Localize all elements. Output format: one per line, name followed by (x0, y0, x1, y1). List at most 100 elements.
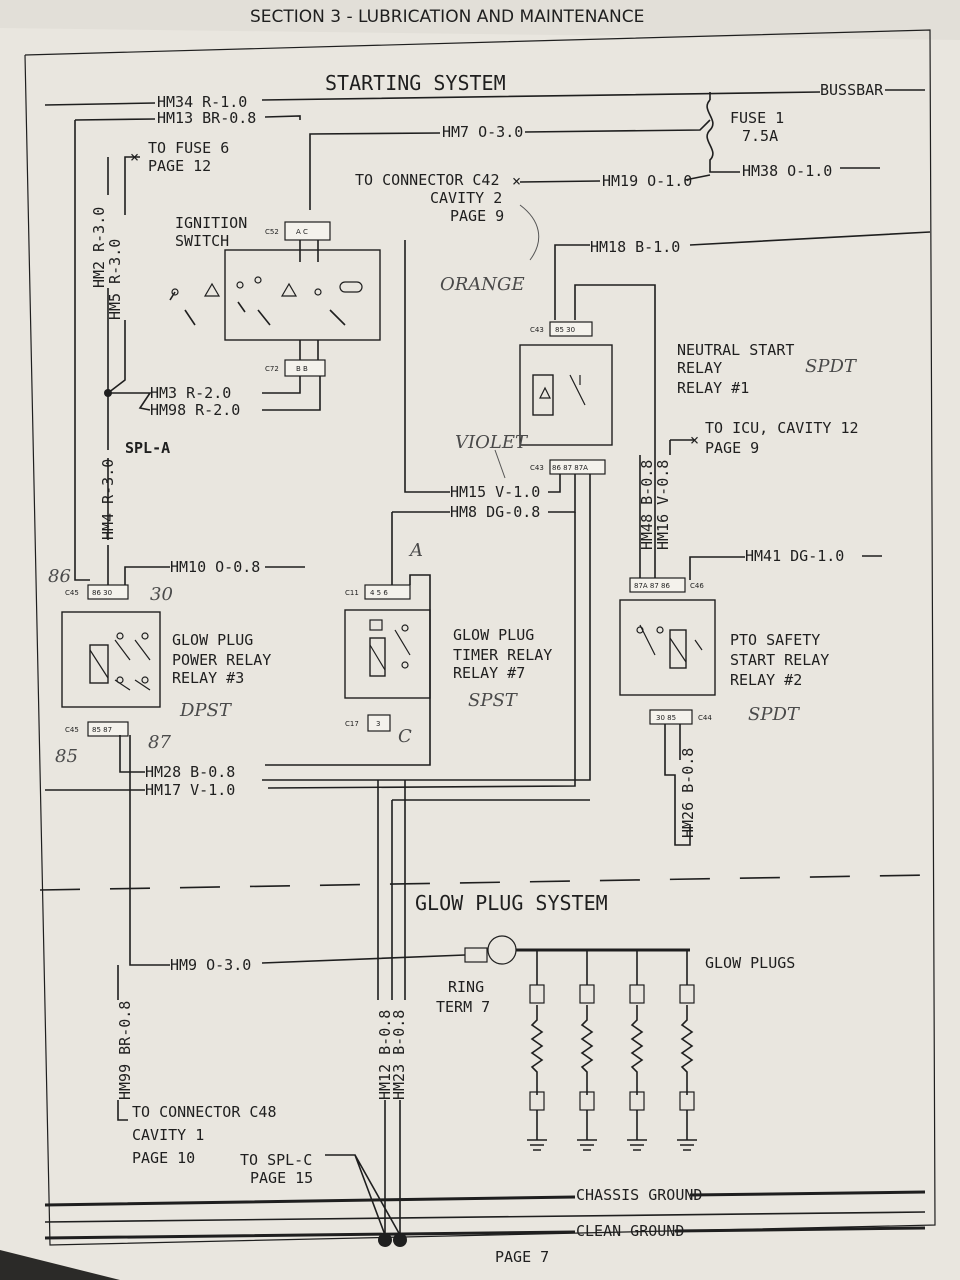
wire-hm17: HM17 V-1.0 (145, 781, 235, 799)
svg-text:C72: C72 (265, 365, 279, 373)
svg-text:C43: C43 (530, 326, 544, 334)
glow-plugs-label: GLOW PLUGS (705, 954, 795, 972)
svg-text:A C: A C (296, 228, 308, 236)
gp-power-label-2: POWER RELAY (172, 651, 271, 669)
handwritten-c: C (398, 726, 412, 747)
x-mark-icu: × (690, 431, 699, 449)
wire-hm13: HM13 BR-0.8 (157, 109, 256, 127)
handwritten-85: 85 (55, 746, 78, 767)
wire-hm28: HM28 B-0.8 (145, 763, 235, 781)
to-c48-label: TO CONNECTOR C48 (132, 1103, 277, 1121)
wire-hm38: HM38 O-1.0 (742, 162, 832, 180)
wire-hm4: HM4 R-3.0 (99, 459, 117, 540)
ring-terminal (464, 947, 488, 963)
glow-plug-3 (627, 950, 647, 1151)
wire-hm26: HM26 B-0.8 (679, 748, 697, 838)
clean-ground-label: CLEAN GROUND (576, 1222, 684, 1240)
handwritten-30: 30 (150, 584, 173, 605)
svg-text:85 87: 85 87 (92, 726, 112, 734)
svg-text:4 5 6: 4 5 6 (370, 589, 388, 597)
gp-timer-label-2: TIMER RELAY (453, 646, 552, 664)
handwritten-orange: ORANGE (440, 274, 525, 295)
ignition-label-1: IGNITION (175, 214, 247, 232)
wire-hm3: HM3 R-2.0 (150, 384, 231, 402)
gp-timer-label-3: RELAY #7 (453, 664, 525, 682)
pto-label-2: START RELAY (730, 651, 829, 669)
pto-label-1: PTO SAFETY (730, 631, 820, 649)
bussbar-label: BUSSBAR (820, 81, 884, 99)
svg-text:86 87 87A: 86 87 87A (552, 464, 588, 472)
to-icu-page: PAGE 9 (705, 439, 759, 457)
wire-hm18: HM18 B-1.0 (590, 238, 680, 256)
fuse1-label: FUSE 1 (730, 109, 784, 127)
to-c42-label: TO CONNECTOR C42 (355, 171, 500, 189)
neutral-label-2: RELAY (677, 359, 722, 377)
fuse1-rating: 7.5A (742, 127, 778, 145)
handwritten-spdt-1: SPDT (805, 356, 858, 377)
svg-text:C52: C52 (265, 228, 279, 236)
glow-plug-system-title: GLOW PLUG SYSTEM (415, 891, 608, 915)
c42-page: PAGE 9 (450, 207, 504, 225)
page-number: PAGE 7 (495, 1248, 549, 1266)
handwritten-a: A (408, 540, 423, 561)
to-splc-label: TO SPL-C (240, 1151, 312, 1169)
to-fuse6-label: TO FUSE 6 (148, 139, 229, 157)
splc-page: PAGE 15 (250, 1169, 313, 1187)
neutral-label-1: NEUTRAL START (677, 341, 794, 359)
wire-hm16: HM16 V-0.8 (654, 460, 672, 550)
wire-hm19: HM19 O-1.0 (602, 172, 692, 190)
svg-text:87A 87 86: 87A 87 86 (634, 582, 671, 590)
x-mark-c42: × (512, 172, 521, 190)
c42-cavity: CAVITY 2 (430, 189, 502, 207)
ignition-label-2: SWITCH (175, 232, 229, 250)
gp-power-label-3: RELAY #3 (172, 669, 244, 687)
handwritten-86: 86 (48, 566, 71, 587)
svg-text:C11: C11 (345, 589, 359, 597)
wire-hm12: HM12 B-0.8 (376, 1010, 394, 1100)
handwritten-spdt-2: SPDT (748, 704, 801, 725)
section-header: SECTION 3 - LUBRICATION AND MAINTENANCE (250, 7, 644, 27)
chassis-ground-label: CHASSIS GROUND (576, 1186, 702, 1204)
wire-hm23: HM23 B-0.8 (390, 1010, 408, 1100)
wire-hm10: HM10 O-0.8 (170, 558, 260, 576)
c48-cavity: CAVITY 1 (132, 1126, 204, 1144)
gp-timer-label-1: GLOW PLUG (453, 626, 534, 644)
neutral-label-3: RELAY #1 (677, 379, 749, 397)
svg-text:C46: C46 (690, 582, 704, 590)
pto-safety-start-relay (619, 599, 716, 696)
gp-power-label-1: GLOW PLUG (172, 631, 253, 649)
ring-term-label-2: TERM 7 (436, 998, 490, 1016)
wire-hm5: HM5 R-3.0 (106, 239, 124, 320)
svg-text:C17: C17 (345, 720, 359, 728)
to-fuse6-page: PAGE 12 (148, 157, 211, 175)
wire-hm48: HM48 B-0.8 (638, 460, 656, 550)
wire-hm41: HM41 DG-1.0 (745, 547, 844, 565)
wire-hm99: HM99 BR-0.8 (116, 1001, 134, 1100)
glow-plug-4 (677, 950, 697, 1151)
handwritten-dpst: DPST (179, 700, 233, 721)
wire-hm9: HM9 O-3.0 (170, 956, 251, 974)
handwritten-87: 87 (148, 732, 171, 753)
wire-hm8: HM8 DG-0.8 (450, 503, 540, 521)
wire-hm7: HM7 O-3.0 (442, 123, 523, 141)
svg-text:C44: C44 (698, 714, 712, 722)
ignition-switch (224, 249, 381, 341)
neutral-start-relay (519, 344, 613, 446)
svg-text:C45: C45 (65, 726, 79, 734)
svg-text:3: 3 (376, 720, 380, 728)
svg-text:86 30: 86 30 (92, 589, 112, 597)
c48-page: PAGE 10 (132, 1149, 195, 1167)
svg-text:C43: C43 (530, 464, 544, 472)
spl-a-label: SPL-A (125, 439, 170, 457)
wire-hm34: HM34 R-1.0 (157, 93, 247, 111)
svg-text:30 85: 30 85 (656, 714, 676, 722)
svg-text:C45: C45 (65, 589, 79, 597)
glow-plug-1 (527, 950, 547, 1151)
handwritten-violet: VIOLET (455, 432, 529, 453)
starting-system-title: STARTING SYSTEM (325, 71, 506, 95)
wire-hm15: HM15 V-1.0 (450, 483, 540, 501)
diagram-frame (24, 29, 936, 1246)
